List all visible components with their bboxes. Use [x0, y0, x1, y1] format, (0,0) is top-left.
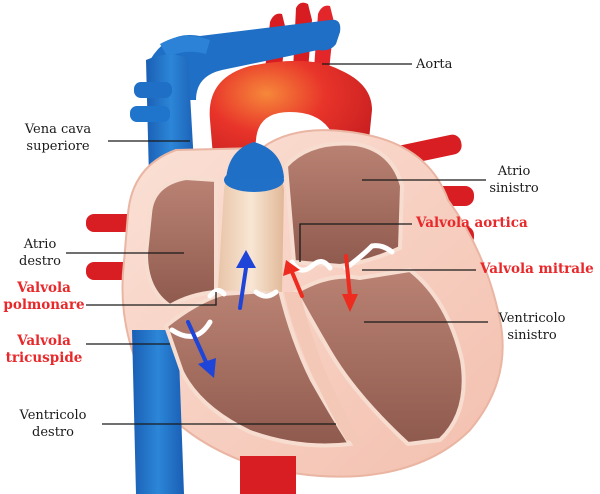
arrow-aortic-outflow	[290, 270, 304, 298]
right-atrium-chamber	[143, 175, 218, 309]
pulmonary-vessels-left	[130, 82, 172, 122]
flow-arrows	[186, 250, 358, 378]
label-valvola-polmonare: Valvola polmonare	[3, 280, 85, 313]
septum	[284, 292, 362, 444]
aortic-arch	[209, 60, 372, 170]
arrow-tricuspid-inflow	[186, 320, 208, 364]
inferior-vena-cava	[132, 330, 184, 494]
label-atrio-sinistro: Atrio sinistro	[489, 164, 539, 196]
label-aorta: Aorta	[416, 57, 453, 72]
leader-lines	[66, 63, 488, 425]
mitral-valve-leaflet	[343, 243, 395, 271]
pulmonary-valve-leaflet	[207, 288, 227, 299]
label-valvola-tricuspide: Valvola tricuspide	[5, 333, 83, 366]
label-atrio-destro: Atrio destro	[19, 237, 61, 269]
descending-aorta	[240, 456, 296, 494]
pulmonary-artery	[150, 19, 341, 100]
label-ventricolo-sinistro: Ventricolo sinistro	[498, 311, 566, 343]
arrow-pulmonary-outflow	[238, 266, 248, 310]
label-valvola-mitrale: Valvola mitrale	[480, 261, 594, 277]
left-ventricle-chamber	[293, 267, 466, 447]
left-atrium-chamber	[283, 141, 405, 269]
pulmonary-trunk	[218, 166, 284, 292]
label-vena-cava: Vena cava superiore	[24, 122, 92, 154]
label-ventricolo-destro: Ventricolo destro	[19, 408, 87, 440]
label-valvola-aortica: Valvola aortica	[416, 215, 528, 231]
arrow-mitral-inflow	[344, 254, 352, 298]
